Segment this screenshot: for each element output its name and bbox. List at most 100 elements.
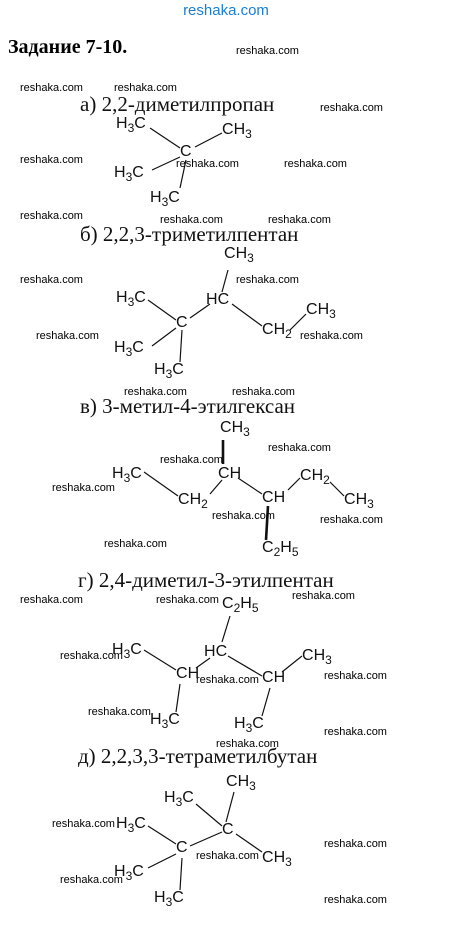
- formula-fragment: CH2: [300, 467, 330, 487]
- formula-fragment: CH2: [178, 491, 208, 511]
- bond-line: [289, 313, 307, 331]
- formula-fragment: CH3: [306, 301, 336, 321]
- bond-line: [194, 132, 223, 148]
- watermark-text: reshaka.com: [36, 330, 99, 342]
- watermark-text: reshaka.com: [52, 482, 115, 494]
- watermark-text: reshaka.com: [324, 838, 387, 850]
- watermark-text: reshaka.com: [196, 850, 259, 862]
- watermark-text: reshaka.com: [196, 674, 259, 686]
- bond-line: [231, 303, 263, 327]
- formula-fragment: CH2: [262, 321, 292, 341]
- formula-fragment: CH3: [224, 245, 254, 265]
- watermark-text: reshaka.com: [20, 210, 83, 222]
- bond-line: [329, 481, 345, 497]
- site-header-link[interactable]: reshaka.com: [183, 2, 269, 19]
- watermark-text: reshaka.com: [88, 706, 151, 718]
- bond-line: [149, 127, 181, 149]
- formula-fragment: CH3: [302, 647, 332, 667]
- formula-fragment: H3C: [116, 115, 146, 135]
- formula-fragment: CH: [262, 669, 286, 686]
- bond-line: [221, 269, 229, 293]
- molecule-name: а) 2,2-диметилпропан: [80, 92, 275, 116]
- formula-fragment: H3C: [164, 789, 194, 809]
- formula-fragment: CH: [218, 465, 242, 482]
- formula-fragment: CH: [262, 489, 286, 506]
- formula-fragment: CH3: [222, 121, 252, 141]
- formula-fragment: CH3: [344, 491, 374, 511]
- watermark-text: reshaka.com: [236, 45, 299, 57]
- bond-line: [147, 825, 177, 845]
- bond-line: [209, 479, 223, 495]
- bond-line: [179, 857, 183, 891]
- formula-fragment: CH: [176, 665, 200, 682]
- formula-fragment: H3C: [150, 189, 180, 209]
- watermark-text: reshaka.com: [124, 386, 187, 398]
- formula-fragment: H3C: [234, 715, 264, 735]
- molecule-name: в) 3-метил-4-этилгексан: [80, 394, 296, 418]
- watermark-text: reshaka.com: [156, 594, 219, 606]
- formula-fragment: C: [222, 821, 234, 838]
- formula-fragment: C: [180, 143, 192, 160]
- watermark-text: reshaka.com: [268, 214, 331, 226]
- watermark-text: reshaka.com: [216, 738, 279, 750]
- bond-line: [175, 683, 181, 713]
- task-title: Задание 7-10.: [8, 36, 128, 58]
- watermark-text: reshaka.com: [60, 650, 123, 662]
- bond-line: [225, 791, 235, 823]
- watermark-text: reshaka.com: [114, 82, 177, 94]
- watermark-text: reshaka.com: [284, 158, 347, 170]
- bond-line: [261, 687, 271, 717]
- molecule-name: г) 2,4-диметил-3-этилпентан: [78, 568, 334, 592]
- formula-fragment: HC: [206, 291, 230, 308]
- bond-line: [189, 831, 223, 847]
- molecule-name: д) 2,2,3,3-тетраметилбутан: [78, 744, 318, 768]
- formula-fragment: H3C: [114, 339, 144, 359]
- watermark-text: reshaka.com: [60, 874, 123, 886]
- formula-fragment: H3C: [154, 889, 184, 909]
- watermark-text: reshaka.com: [292, 590, 355, 602]
- watermark-text: reshaka.com: [300, 330, 363, 342]
- formula-fragment: H3C: [116, 289, 146, 309]
- formula-fragment: H3C: [154, 361, 184, 381]
- watermark-text: reshaka.com: [160, 454, 223, 466]
- watermark-text: reshaka.com: [104, 538, 167, 550]
- formula-fragment: C: [176, 839, 188, 856]
- watermark-text: reshaka.com: [176, 158, 239, 170]
- formula-fragment: CH3: [220, 419, 250, 439]
- watermark-text: reshaka.com: [232, 386, 295, 398]
- watermark-text: reshaka.com: [212, 510, 275, 522]
- bond-line: [147, 853, 177, 869]
- watermark-text: reshaka.com: [20, 82, 83, 94]
- bond-line: [151, 327, 177, 347]
- formula-fragment: CH3: [226, 773, 256, 793]
- watermark-text: reshaka.com: [20, 154, 83, 166]
- bond-line: [227, 655, 263, 677]
- watermark-text: reshaka.com: [52, 818, 115, 830]
- formula-fragment: CH3: [262, 849, 292, 869]
- bond-line: [195, 803, 223, 827]
- watermark-text: reshaka.com: [268, 442, 331, 454]
- formula-fragment: H3C: [112, 465, 142, 485]
- molecule-name: б) 2,2,3-триметилпентан: [80, 222, 299, 246]
- watermark-text: reshaka.com: [320, 102, 383, 114]
- bond-line: [237, 477, 263, 495]
- formula-fragment: H3C: [114, 164, 144, 184]
- formula-fragment: H3C: [114, 863, 144, 883]
- watermark-text: reshaka.com: [160, 214, 223, 226]
- formula-fragment: H3C: [112, 641, 142, 661]
- watermark-text: reshaka.com: [20, 274, 83, 286]
- formula-fragment: C2H5: [222, 595, 259, 615]
- watermark-text: reshaka.com: [324, 726, 387, 738]
- bond-line: [143, 649, 177, 671]
- formula-fragment: HC: [204, 643, 228, 660]
- formula-fragment: C: [176, 314, 188, 331]
- watermark-text: reshaka.com: [236, 274, 299, 286]
- formula-fragment: H3C: [116, 815, 146, 835]
- bond-line: [147, 299, 177, 321]
- formula-fragment: H3C: [150, 711, 180, 731]
- bond-line: [287, 477, 301, 491]
- bond-line: [221, 615, 231, 643]
- watermark-text: reshaka.com: [324, 894, 387, 906]
- bond-line: [143, 471, 179, 497]
